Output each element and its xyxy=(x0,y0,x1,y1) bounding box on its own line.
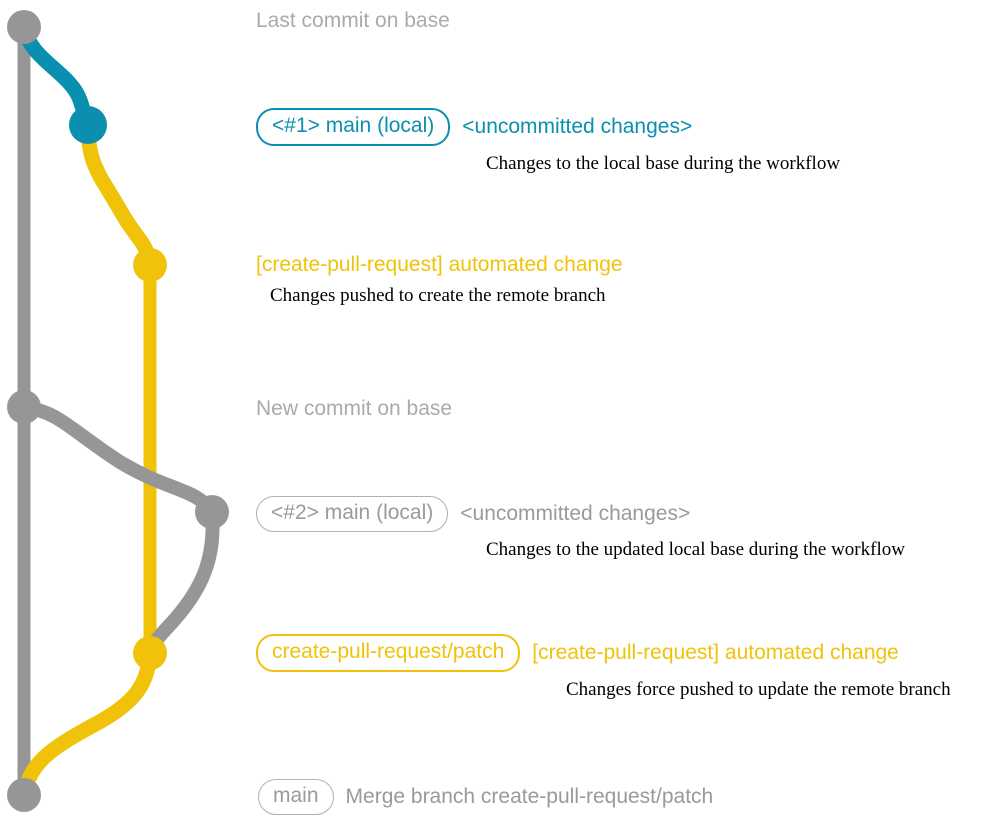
commit-row-merge-commit: main Merge branch create-pull-request/pa… xyxy=(0,779,981,815)
commit-subject: <uncommitted changes> xyxy=(460,502,691,525)
commit-note: Changes pushed to create the remote bran… xyxy=(270,285,606,306)
commit-note: Changes to the local base during the wor… xyxy=(486,153,841,174)
commit-subject: Last commit on base xyxy=(256,9,450,32)
commit-subject: [create-pull-request] automated change xyxy=(532,641,899,664)
commit-subject: Merge branch create-pull-request/patch xyxy=(345,785,714,808)
commit-subject: <uncommitted changes> xyxy=(462,115,693,138)
commit-row-commit-2-local: <#2> main (local) <uncommitted changes> … xyxy=(0,496,981,561)
commit-subject: New commit on base xyxy=(256,397,453,420)
commit-row-commit-1-local: <#1> main (local) <uncommitted changes> … xyxy=(0,108,981,175)
ref-badge-main[interactable]: main xyxy=(258,779,334,815)
commit-row-automated-change-1: [create-pull-request] automated change C… xyxy=(0,253,981,307)
ref-badge-main-local-2[interactable]: <#2> main (local) xyxy=(256,496,449,532)
commit-subject: [create-pull-request] automated change xyxy=(256,253,623,276)
commit-row-last-commit-on-base: Last commit on base xyxy=(0,9,981,33)
commit-note: Changes to the updated local base during… xyxy=(486,539,905,560)
commit-row-new-commit-on-base: New commit on base xyxy=(0,397,981,421)
ref-badge-main-local-1[interactable]: <#1> main (local) xyxy=(256,108,451,146)
commit-row-automated-change-2: create-pull-request/patch [create-pull-r… xyxy=(0,634,981,701)
ref-badge-create-pull-request-patch[interactable]: create-pull-request/patch xyxy=(256,634,521,672)
commit-note: Changes force pushed to update the remot… xyxy=(566,679,951,700)
